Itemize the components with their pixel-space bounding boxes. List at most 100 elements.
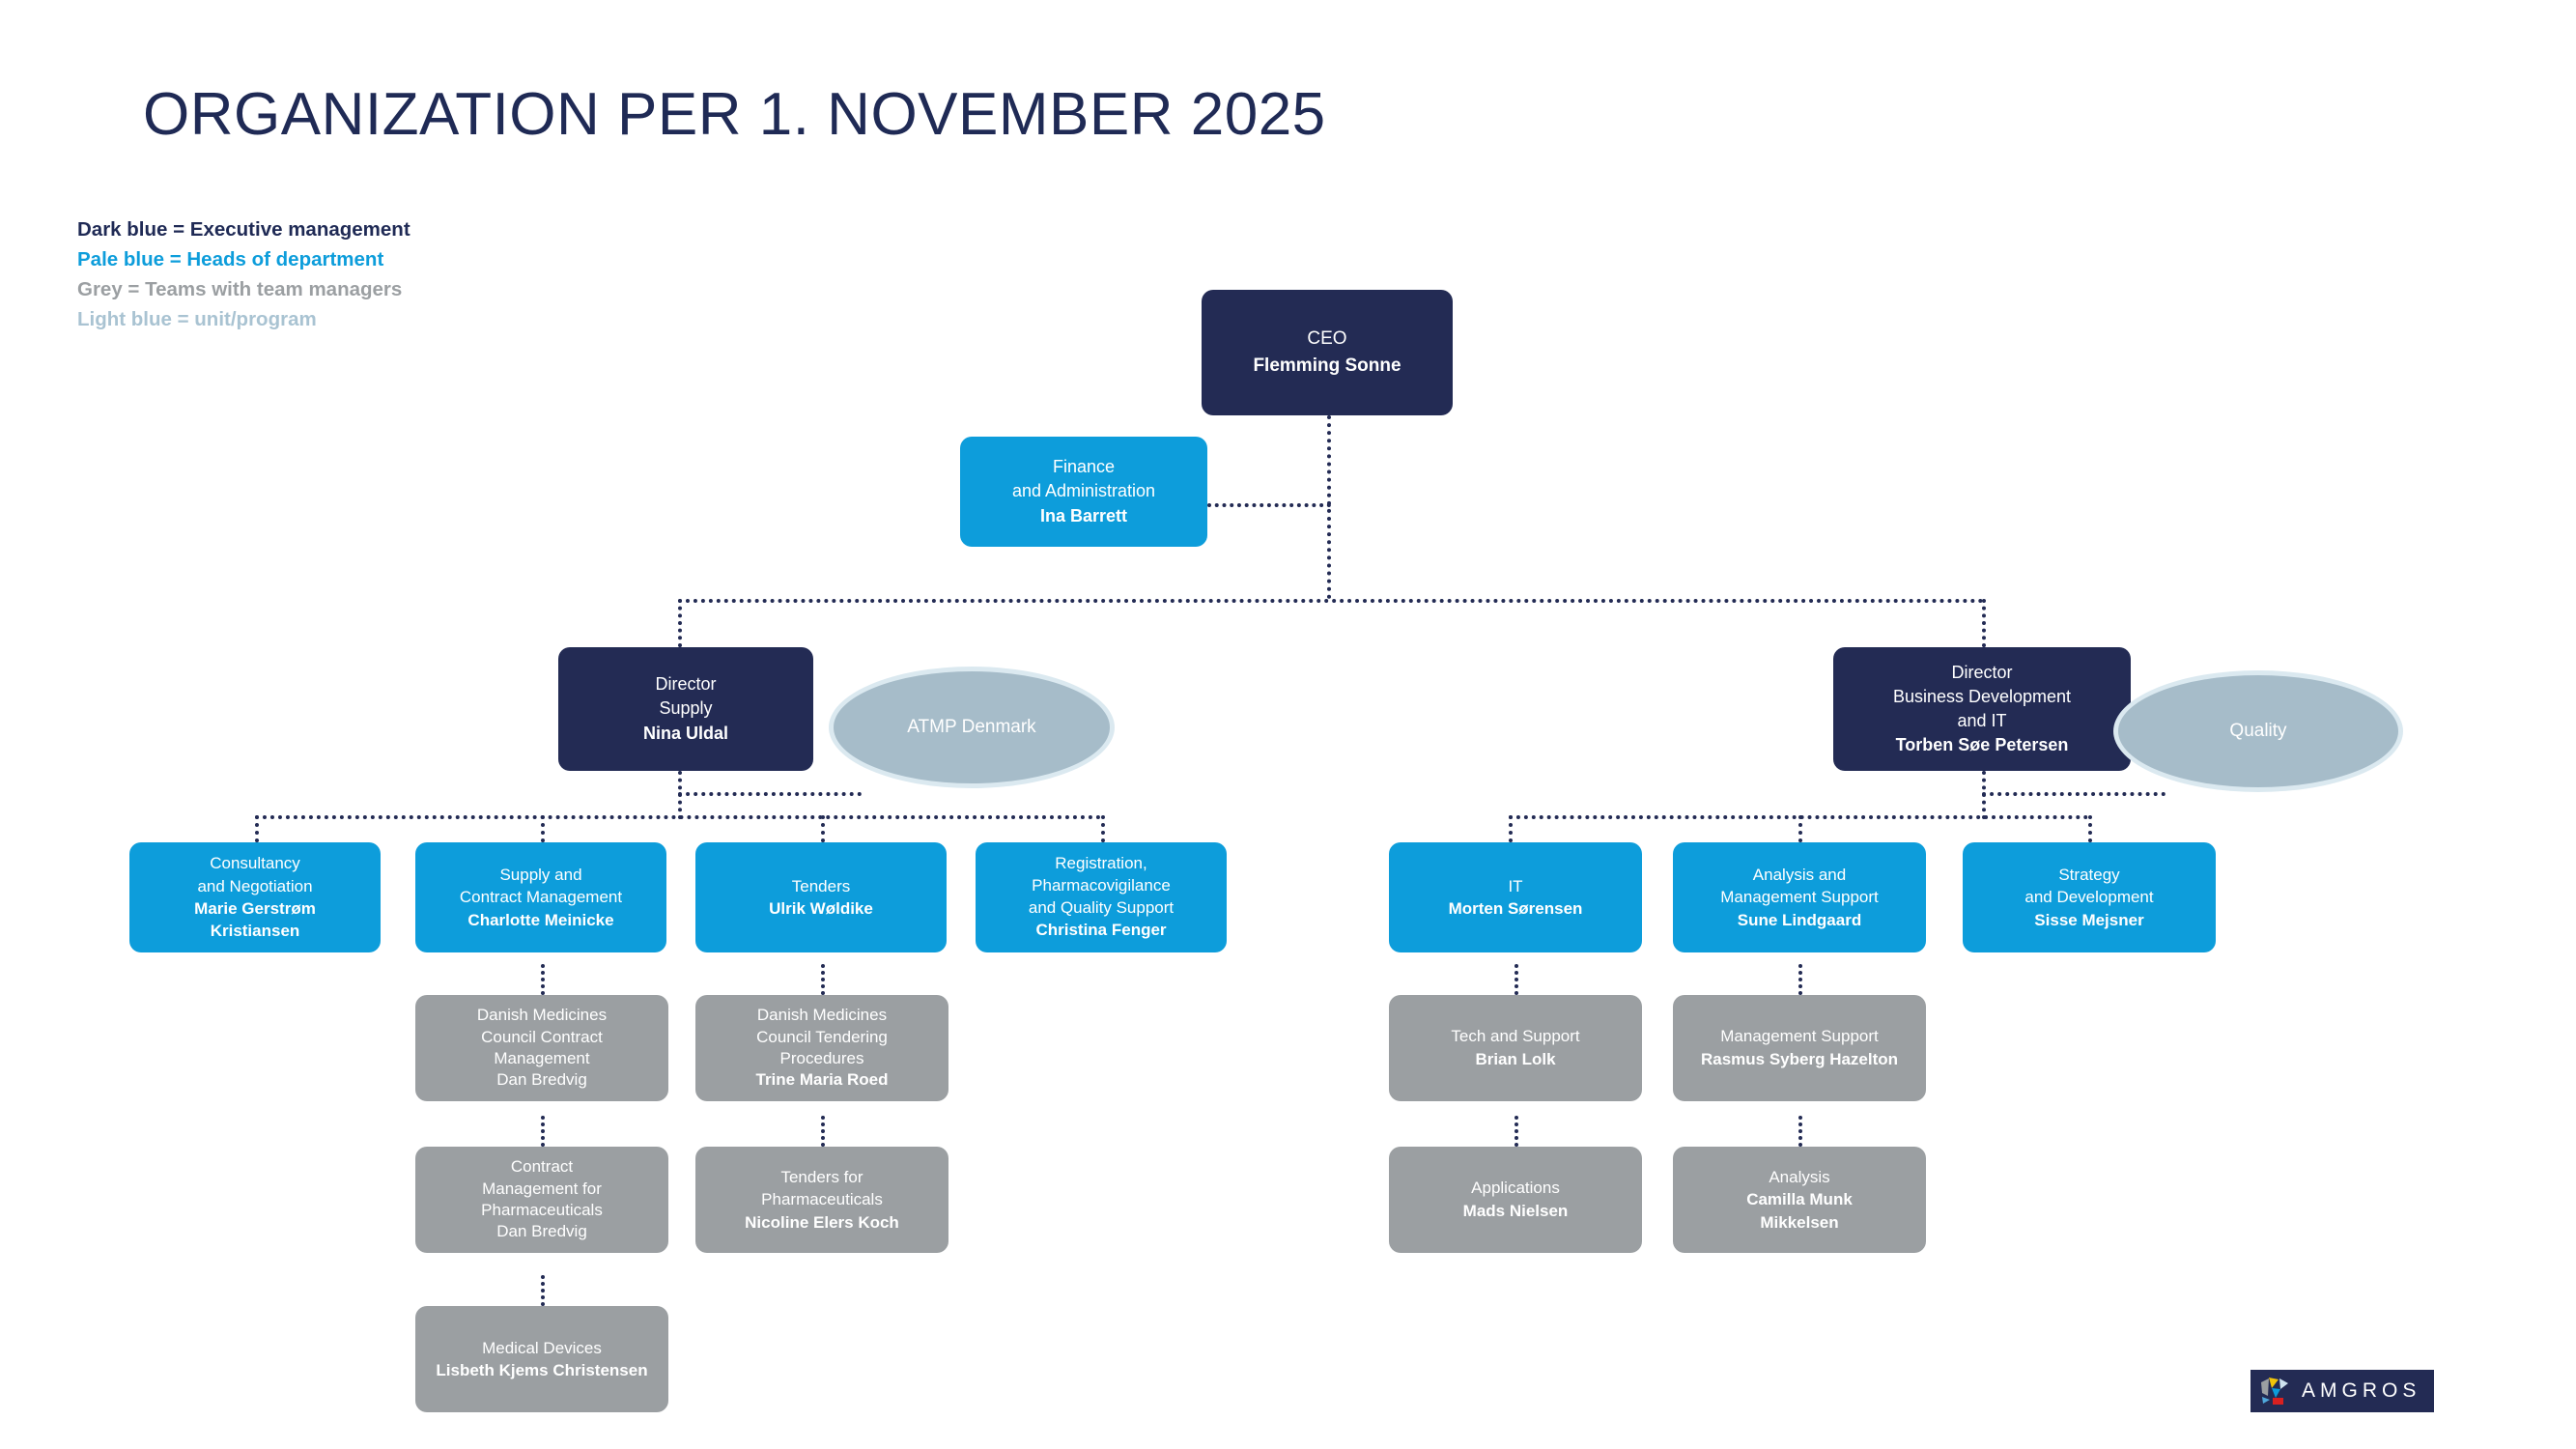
connector-analysisms-to-mgmt	[1798, 964, 1802, 995]
legend-item-grey: Grey = Teams with team managers	[77, 278, 403, 301]
node-dir-supply-unit-line1: Director	[655, 673, 717, 694]
node-danish-medicines-council-tendering-procedures[interactable]: Danish Medicines Council Tendering Proce…	[695, 995, 948, 1101]
node-it[interactable]: IT Morten Sørensen	[1389, 842, 1642, 952]
node-finance-and-administration[interactable]: Finance and Administration Ina Barrett	[960, 437, 1207, 547]
legend-item-light-blue: Light blue = unit/program	[77, 308, 317, 331]
node-applications[interactable]: Applications Mads Nielsen	[1389, 1147, 1642, 1253]
node-medical-devices-unit: Medical Devices	[482, 1338, 602, 1357]
connector-dmccm-to-cmpharma	[541, 1116, 545, 1147]
legend: Dark blue = Executive management Pale bl…	[77, 214, 410, 335]
node-dir-bdit-unit-line3: and IT	[1957, 711, 2007, 730]
node-mgmt-support-unit: Management Support	[1720, 1027, 1879, 1046]
node-contract-management-for-pharmaceuticals[interactable]: Contract Management for Pharmaceuticals …	[415, 1147, 668, 1253]
node-analysis-ms-unit-line1: Analysis and	[1752, 865, 1847, 884]
node-tenders-pharma-unit-line2: Pharmaceuticals	[761, 1190, 883, 1209]
node-tenders-person: Ulrik Wøldike	[769, 899, 873, 918]
node-supply-cm-unit-line1: Supply and	[499, 865, 582, 884]
node-ceo-unit: CEO	[1307, 328, 1347, 350]
node-dir-bdit-unit-line1: Director	[1951, 663, 2013, 683]
connector-to-registration	[1101, 815, 1105, 842]
connector-to-tenders	[821, 815, 825, 842]
node-consultancy-and-negotiation[interactable]: Consultancy and Negotiation Marie Gerstr…	[129, 842, 381, 952]
node-tenders-pharma-person: Nicoline Elers Koch	[745, 1212, 899, 1232]
node-strategy-person: Sisse Mejsner	[2034, 910, 2144, 929]
node-director-supply[interactable]: Director Supply Nina Uldal	[558, 647, 813, 771]
node-medical-devices-person: Lisbeth Kjems Christensen	[436, 1361, 648, 1379]
node-it-person: Morten Sørensen	[1448, 899, 1583, 918]
node-dir-bdit-unit-line2: Business Development	[1892, 687, 2072, 707]
connector-main-horizontal	[678, 599, 1984, 603]
amgros-logo-mark	[2259, 1377, 2294, 1406]
node-strategy-and-development[interactable]: Strategy and Development Sisse Mejsner	[1963, 842, 2216, 952]
connector-finance-to-ceo	[1207, 503, 1331, 507]
node-finance-unit-line1: Finance	[1052, 456, 1116, 476]
node-analysis-unit: Analysis	[1769, 1168, 1830, 1187]
node-cm-pharma-person: Dan Bredvig	[496, 1222, 587, 1241]
connector-supplycm-to-dmccm	[541, 964, 545, 995]
node-tenders-unit: Tenders	[791, 876, 851, 895]
connector-to-supply-cm	[541, 815, 545, 842]
node-quality[interactable]: Quality	[2113, 670, 2403, 792]
connector-left-dept-bar	[255, 815, 1101, 819]
amgros-logo: AMGROS	[2250, 1370, 2434, 1412]
node-analysis-ms-person: Sune Lindgaard	[1737, 910, 1862, 929]
node-strategy-unit-line2: and Development	[2024, 888, 2154, 907]
node-analysis[interactable]: Analysis Camilla Munk Mikkelsen	[1673, 1147, 1926, 1253]
node-tenders[interactable]: Tenders Ulrik Wøldike	[695, 842, 947, 952]
connector-to-strategy	[2088, 815, 2092, 842]
node-supply-cm-person: Charlotte Meinicke	[467, 910, 614, 929]
node-registration-pharmacovigilance-and-quality-support[interactable]: Registration, Pharmacovigilance and Qual…	[976, 842, 1227, 952]
connector-it-to-tech	[1514, 964, 1518, 995]
node-finance-person: Ina Barrett	[1039, 505, 1128, 526]
node-dir-supply-unit-line2: Supply	[659, 698, 713, 719]
node-ceo-person: Flemming Sonne	[1253, 355, 1401, 376]
node-medical-devices[interactable]: Medical Devices Lisbeth Kjems Christense…	[415, 1306, 668, 1412]
node-tech-support-unit: Tech and Support	[1451, 1027, 1580, 1046]
node-supply-and-contract-management[interactable]: Supply and Contract Management Charlotte…	[415, 842, 666, 952]
node-analysis-person-line1: Camilla Munk	[1746, 1190, 1853, 1209]
node-atmp-denmark[interactable]: ATMP Denmark	[829, 667, 1115, 788]
connector-mgmt-to-analysis	[1798, 1116, 1802, 1147]
node-dir-supply-person: Nina Uldal	[642, 723, 728, 743]
connector-to-dir-supply	[678, 599, 682, 647]
node-tenders-for-pharmaceuticals[interactable]: Tenders for Pharmaceuticals Nicoline Ele…	[695, 1147, 948, 1253]
node-registration-unit-line1: Registration,	[1055, 854, 1147, 873]
connector-to-consultancy	[255, 815, 259, 842]
node-applications-unit: Applications	[1471, 1179, 1560, 1198]
node-tech-and-support[interactable]: Tech and Support Brian Lolk	[1389, 995, 1642, 1101]
node-dmc-cm-unit-line1: Danish Medicines	[476, 1006, 608, 1025]
node-finance-unit-line2: and Administration	[1011, 481, 1156, 501]
connector-to-dir-bdit	[1982, 599, 1986, 647]
connector-dmctp-to-tenpharma	[821, 1116, 825, 1147]
node-dmc-cm-person: Dan Bredvig	[496, 1070, 587, 1090]
node-danish-medicines-council-contract-management[interactable]: Danish Medicines Council Contract Manage…	[415, 995, 668, 1101]
node-supply-cm-unit-line2: Contract Management	[459, 888, 623, 907]
node-registration-unit-line2: Pharmacovigilance	[1032, 876, 1171, 895]
node-tech-support-person: Brian Lolk	[1475, 1050, 1556, 1068]
node-dmc-cm-unit-line2: Council Contract	[481, 1027, 603, 1046]
node-dir-bdit-person: Torben Søe Petersen	[1895, 734, 2069, 754]
node-dmc-tp-person: Trine Maria Roed	[755, 1070, 889, 1090]
connector-ceo-down	[1327, 415, 1331, 599]
connector-tenders-to-dmctp	[821, 964, 825, 995]
node-analysis-and-management-support[interactable]: Analysis and Management Support Sune Lin…	[1673, 842, 1926, 952]
node-consultancy-person-line1: Marie Gerstrøm	[194, 899, 316, 918]
node-consultancy-unit-line1: Consultancy	[210, 854, 300, 873]
node-quality-label: Quality	[2229, 721, 2287, 741]
node-analysis-ms-unit-line2: Management Support	[1720, 888, 1879, 907]
node-it-unit: IT	[1508, 876, 1523, 895]
connector-to-analysis-ms	[1798, 815, 1802, 842]
node-analysis-person-line2: Mikkelsen	[1760, 1212, 1839, 1232]
node-applications-person: Mads Nielsen	[1462, 1202, 1569, 1220]
connector-cmpharma-to-md	[541, 1275, 545, 1306]
node-director-business-development-and-it[interactable]: Director Business Development and IT Tor…	[1833, 647, 2131, 771]
node-registration-person: Christina Fenger	[1035, 920, 1167, 939]
node-management-support[interactable]: Management Support Rasmus Syberg Hazelto…	[1673, 995, 1926, 1101]
node-atmp-label: ATMP Denmark	[907, 717, 1036, 737]
node-ceo[interactable]: CEO Flemming Sonne	[1202, 290, 1453, 415]
node-tenders-pharma-unit-line1: Tenders for	[780, 1168, 863, 1187]
page-title: ORGANIZATION PER 1. NOVEMBER 2025	[143, 81, 1326, 148]
node-consultancy-person-line2: Kristiansen	[210, 922, 300, 941]
connector-to-it	[1509, 815, 1513, 842]
